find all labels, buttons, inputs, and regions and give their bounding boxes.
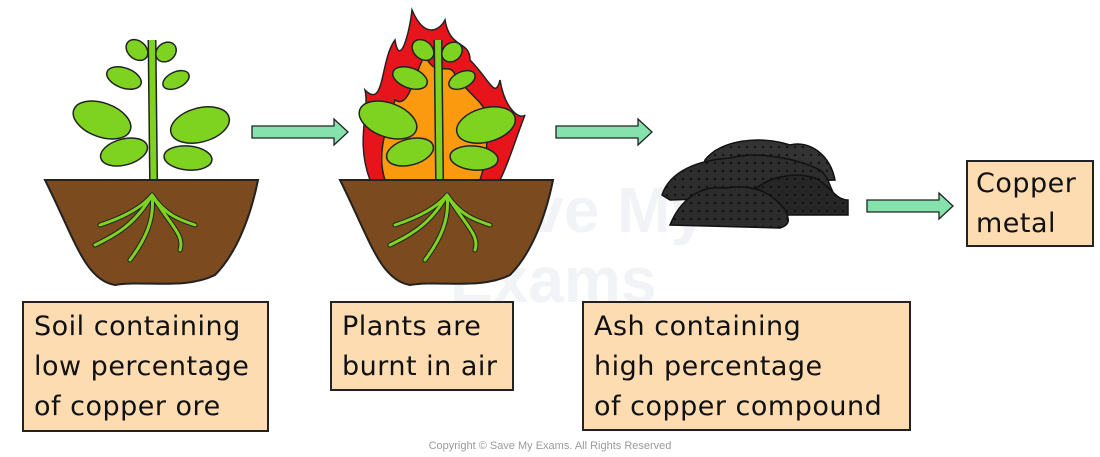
arrow-icon xyxy=(251,117,349,147)
copyright: Copyright © Save My Exams. All Rights Re… xyxy=(428,440,672,452)
ash-pile-illustration xyxy=(661,139,849,229)
arrow-icon xyxy=(866,191,954,221)
arrow-icon xyxy=(555,117,653,147)
soil-plant-illustration xyxy=(45,35,258,285)
burning-plant-illustration xyxy=(340,7,553,285)
